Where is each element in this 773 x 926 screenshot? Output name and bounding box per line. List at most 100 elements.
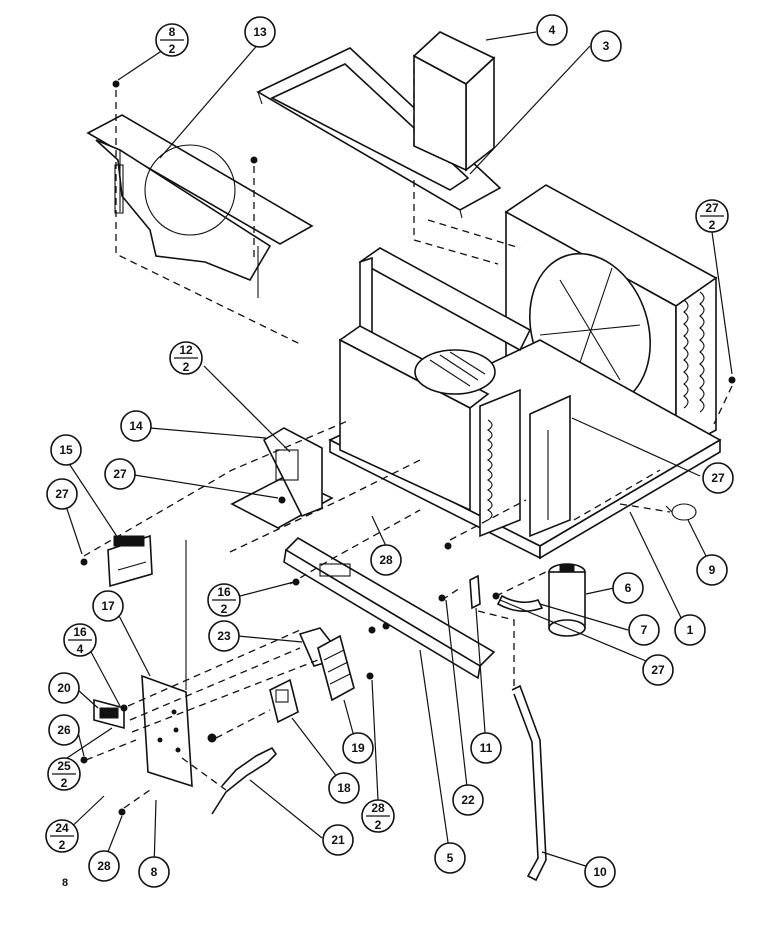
svg-text:17: 17	[101, 599, 115, 613]
part-14-bracket	[230, 427, 334, 529]
svg-text:7: 7	[641, 623, 648, 637]
part-6-capacitor	[548, 563, 586, 637]
page-label: 8	[62, 877, 68, 889]
svg-text:9: 9	[709, 563, 716, 577]
part-9-clip	[665, 503, 697, 521]
callout-14: 14	[120, 410, 152, 442]
callout-11: 11	[470, 732, 502, 764]
svg-text:2: 2	[61, 776, 68, 790]
svg-text:21: 21	[331, 833, 345, 847]
svg-text:23: 23	[217, 629, 231, 643]
callout-16-4: 164	[63, 623, 97, 657]
part-13-shroud-panel	[86, 114, 314, 298]
svg-text:25: 25	[57, 759, 71, 773]
leader-lines	[63, 31, 733, 871]
part-15-component	[107, 534, 153, 588]
callout-12-2: 122	[169, 341, 203, 375]
svg-text:20: 20	[57, 681, 71, 695]
svg-text:27: 27	[711, 471, 725, 485]
assembly-lines	[83, 60, 733, 809]
svg-text:28: 28	[379, 553, 393, 567]
svg-text:28: 28	[371, 801, 385, 815]
callout-1: 1	[674, 614, 706, 646]
svg-text:11: 11	[480, 741, 493, 755]
callout-27-right-mid: 27	[702, 462, 734, 494]
callout-23: 23	[208, 620, 240, 652]
callout-22: 22	[452, 784, 484, 816]
part-blower-housing	[338, 247, 571, 538]
svg-text:19: 19	[351, 741, 365, 755]
callout-27-center: 27	[104, 458, 136, 490]
callout-10: 10	[584, 856, 616, 888]
svg-text:10: 10	[593, 865, 607, 879]
callout-8-bottom: 8	[138, 856, 170, 888]
part-21-bracket	[211, 746, 278, 815]
callout-15: 15	[50, 434, 82, 466]
svg-text:15: 15	[59, 443, 73, 457]
svg-text:24: 24	[55, 821, 69, 835]
callout-9: 9	[696, 554, 728, 586]
callout-13: 13	[244, 16, 276, 48]
svg-text:22: 22	[461, 793, 475, 807]
svg-text:16: 16	[73, 625, 87, 639]
part-11-clip	[469, 574, 481, 610]
callout-21: 21	[322, 824, 354, 856]
svg-text:2: 2	[375, 818, 382, 832]
svg-text:18: 18	[337, 781, 351, 795]
svg-text:2: 2	[183, 360, 190, 374]
callout-27-lower-right: 27	[642, 654, 674, 686]
callout-6: 6	[612, 572, 644, 604]
callouts: 13 4 3 82 272 122 14 15 27 27 27 27 28 9…	[45, 14, 734, 888]
part-17-control-panel	[141, 540, 193, 788]
callout-5: 5	[434, 842, 466, 874]
svg-text:8: 8	[151, 865, 158, 879]
callout-4: 4	[536, 14, 568, 46]
svg-text:27: 27	[651, 663, 665, 677]
callout-18: 18	[328, 772, 360, 804]
callout-26: 26	[48, 714, 80, 746]
callout-25-2: 252	[47, 757, 81, 791]
part-4-foam-block	[412, 31, 496, 172]
svg-text:26: 26	[57, 723, 71, 737]
callout-17: 17	[92, 590, 124, 622]
svg-text:13: 13	[253, 25, 267, 39]
part-3-top-rail	[256, 47, 502, 219]
callout-28-2: 282	[361, 799, 395, 833]
svg-text:8: 8	[169, 25, 176, 39]
screws	[80, 80, 736, 816]
callout-16-2: 162	[207, 583, 241, 617]
svg-text:5: 5	[447, 851, 454, 865]
part-19-terminal-block	[317, 634, 355, 702]
svg-text:27: 27	[705, 201, 719, 215]
callout-24-2: 242	[45, 819, 79, 853]
callout-7: 7	[628, 614, 660, 646]
svg-text:28: 28	[97, 859, 111, 873]
callout-28-bottom: 28	[88, 850, 120, 882]
svg-text:1: 1	[687, 623, 694, 637]
svg-text:16: 16	[217, 585, 231, 599]
callout-28-center: 28	[370, 544, 402, 576]
svg-text:14: 14	[129, 419, 143, 433]
callout-19: 19	[342, 732, 374, 764]
svg-text:4: 4	[77, 642, 84, 656]
callout-3: 3	[590, 30, 622, 62]
svg-text:27: 27	[55, 487, 69, 501]
svg-text:2: 2	[59, 838, 66, 852]
part-5-front-rail	[283, 536, 496, 680]
svg-text:12: 12	[179, 343, 193, 357]
svg-text:2: 2	[169, 42, 176, 56]
svg-text:2: 2	[709, 218, 716, 232]
svg-text:2: 2	[221, 602, 228, 616]
svg-text:27: 27	[113, 467, 127, 481]
callout-20: 20	[48, 672, 80, 704]
callout-27-left: 27	[46, 478, 78, 510]
svg-text:4: 4	[549, 23, 556, 37]
svg-text:6: 6	[625, 581, 632, 595]
callout-8-2-top: 82	[155, 23, 189, 57]
svg-text:3: 3	[603, 39, 610, 53]
part-7-strap	[496, 594, 544, 612]
callout-27-2-right: 272	[695, 199, 729, 233]
part-10-drain-tube	[511, 684, 547, 882]
part-20-switch	[93, 698, 125, 730]
